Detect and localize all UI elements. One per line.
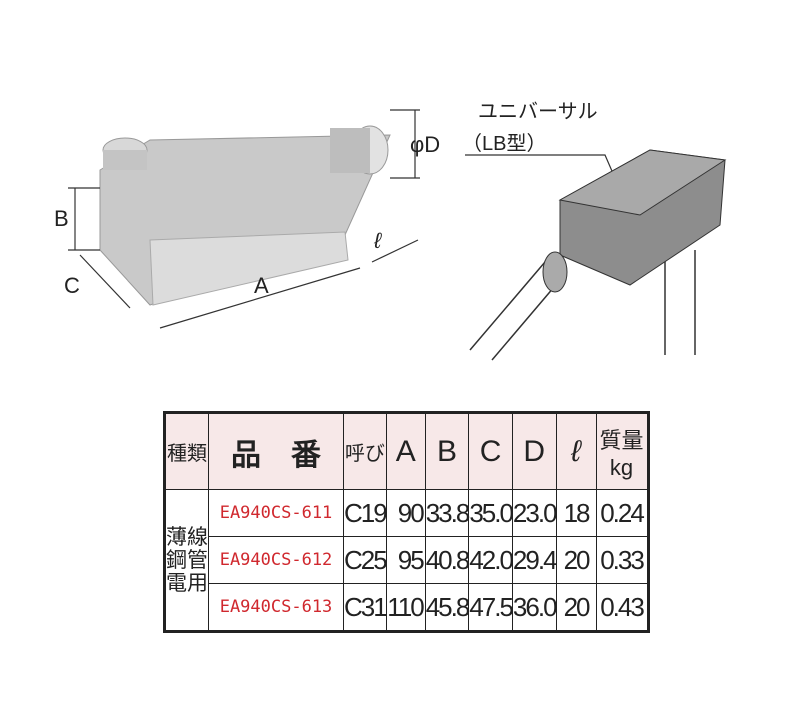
mass-cell: 0.33	[595, 536, 649, 584]
size-cell: C19	[343, 489, 388, 537]
header-l: ℓ	[555, 412, 597, 490]
product-illustrations	[68, 109, 727, 361]
dim-b-label: B	[54, 206, 69, 231]
c-cell: 35.0	[468, 489, 514, 537]
header-d: D	[511, 412, 557, 490]
header-kind: 種類	[164, 412, 209, 490]
l-cell: 20	[555, 536, 597, 584]
code-cell: EA940CS-613	[208, 583, 344, 632]
table-row: EA940CS-613 C31 110 45.8 47.5 36.0 20 0.…	[165, 583, 649, 632]
header-mass: 質量 kg	[595, 412, 649, 490]
header-code: 品 番	[208, 412, 344, 490]
header-b: B	[424, 412, 470, 490]
a-cell: 110	[385, 583, 426, 632]
b-cell: 45.8	[424, 583, 470, 632]
size-cell: C25	[343, 536, 388, 584]
table-row: 薄線鋼管電用 EA940CS-611 C19 90 33.8 35.0 23.0…	[164, 489, 649, 632]
code-cell: EA940CS-611	[208, 489, 344, 537]
dimension-lines	[68, 109, 616, 329]
kind-cell: 薄線鋼管電用	[164, 489, 209, 632]
a-cell: 95	[385, 536, 426, 584]
d-cell: 29.4	[511, 536, 558, 584]
header-c: C	[468, 412, 513, 490]
dim-d-label: φD	[410, 132, 441, 157]
lb-type-illustration	[469, 149, 727, 361]
b-cell: 40.8	[424, 536, 470, 584]
universal-label: ユニバーサル	[478, 101, 598, 123]
size-cell: C31	[343, 583, 388, 632]
mass-cell: 0.24	[595, 489, 649, 537]
type-label: （LB型）	[462, 133, 547, 155]
d-cell: 36.0	[511, 583, 558, 632]
fitting-photo	[99, 125, 391, 306]
b-cell: 33.8	[424, 489, 470, 537]
table-header-row: 種類 品 番 呼び A B C D ℓ 質量 kg	[164, 412, 649, 490]
header-a: A	[385, 412, 426, 490]
l-cell: 18	[555, 489, 597, 537]
dim-c-label: C	[64, 273, 80, 298]
table-row: EA940CS-612 C25 95 40.8 42.0 29.4 20 0.3…	[165, 536, 649, 584]
code-cell: EA940CS-612	[208, 536, 344, 584]
mass-cell: 0.43	[595, 583, 649, 632]
l-cell: 20	[555, 583, 597, 632]
c-cell: 47.5	[468, 583, 514, 632]
d-cell: 23.0	[511, 489, 558, 537]
spec-table: 種類 品 番 呼び A B C D ℓ 質量 kg 薄線鋼管電用 EA940CS…	[163, 411, 650, 633]
c-cell: 42.0	[468, 536, 514, 584]
header-size: 呼び	[343, 412, 387, 490]
dim-a-label: A	[254, 273, 269, 298]
a-cell: 90	[385, 489, 426, 537]
dim-l-label: ℓ	[374, 228, 382, 253]
